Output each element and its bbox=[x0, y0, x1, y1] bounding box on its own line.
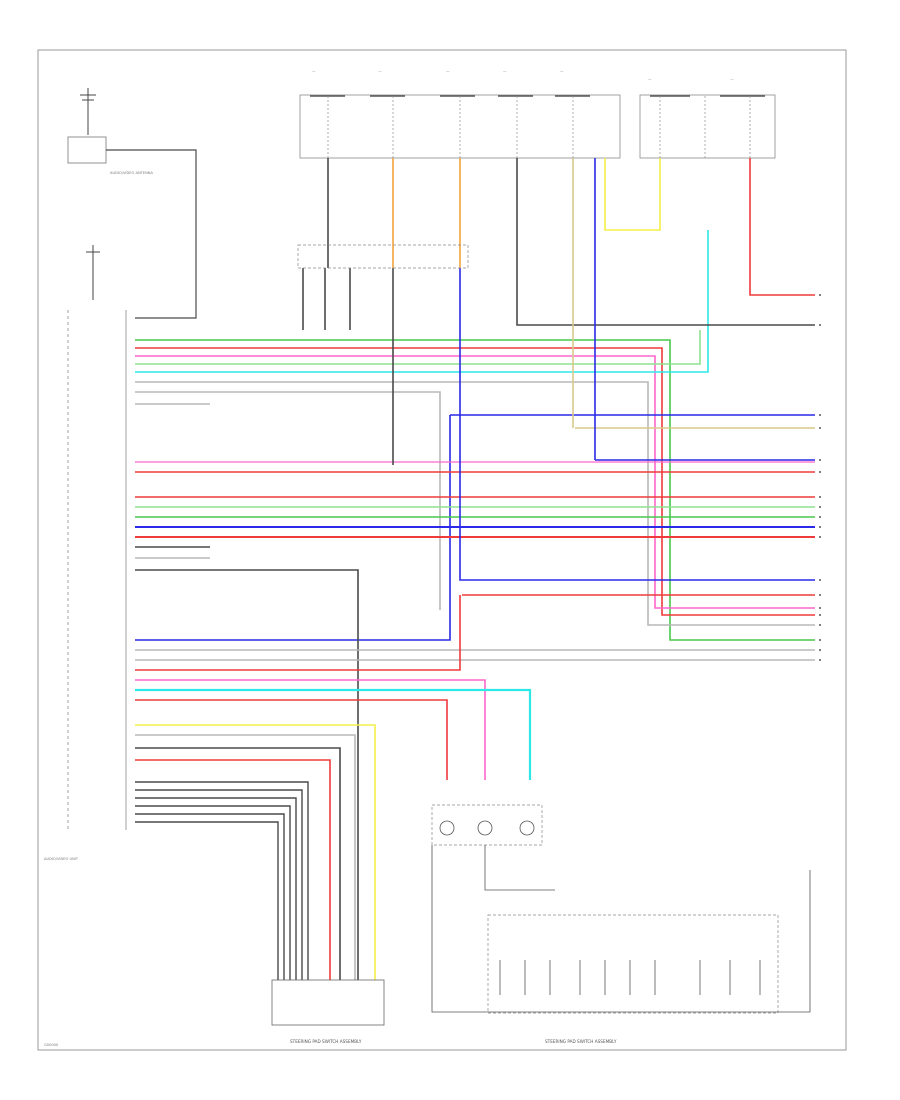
junction-box bbox=[297, 244, 469, 269]
unit-wires bbox=[135, 230, 815, 980]
fuse-label-5: — bbox=[560, 69, 564, 73]
switch-icon bbox=[499, 960, 761, 995]
diagram-frame bbox=[37, 49, 847, 1051]
antenna-icon-2 bbox=[86, 245, 100, 300]
fuse-label-7: — bbox=[730, 77, 734, 81]
fuse-label-1: — bbox=[312, 69, 316, 73]
antenna-group: AUDIO/VIDEO ANTENNA bbox=[67, 88, 197, 319]
diagram-id: G00000 bbox=[44, 1043, 59, 1047]
antenna-icon bbox=[80, 88, 96, 135]
fuse-label-6: — bbox=[648, 77, 652, 81]
antenna-label: AUDIO/VIDEO ANTENNA bbox=[110, 171, 153, 175]
fuse-wires bbox=[302, 158, 815, 581]
relay-box bbox=[639, 94, 776, 159]
fuse-label-2: — bbox=[378, 69, 382, 73]
steering-unit-connector bbox=[271, 979, 385, 1026]
switch-module-box bbox=[431, 804, 543, 846]
steering-unit-caption: STEERING PAD SWITCH ASSEMBLY bbox=[290, 1039, 362, 1044]
fuse-label-4: — bbox=[503, 69, 507, 73]
switch-caption: STEERING PAD SWITCH ASSEMBLY bbox=[545, 1039, 617, 1044]
switch-assembly: STEERING PAD SWITCH ASSEMBLY bbox=[431, 804, 811, 1044]
right-terminals bbox=[819, 294, 821, 661]
fuse-block-group bbox=[299, 94, 776, 159]
bundle-wires bbox=[135, 781, 309, 980]
fuse-labels: — — — — — — — bbox=[312, 69, 734, 81]
switch-box bbox=[487, 914, 779, 1014]
main-unit-label: AUDIO/VIDEO UNIT bbox=[44, 857, 79, 861]
main-unit: AUDIO/VIDEO UNIT bbox=[44, 310, 127, 861]
circle-component-icon bbox=[439, 820, 535, 836]
fuse-label-3: — bbox=[446, 69, 450, 73]
antenna-amplifier-box bbox=[67, 136, 107, 164]
